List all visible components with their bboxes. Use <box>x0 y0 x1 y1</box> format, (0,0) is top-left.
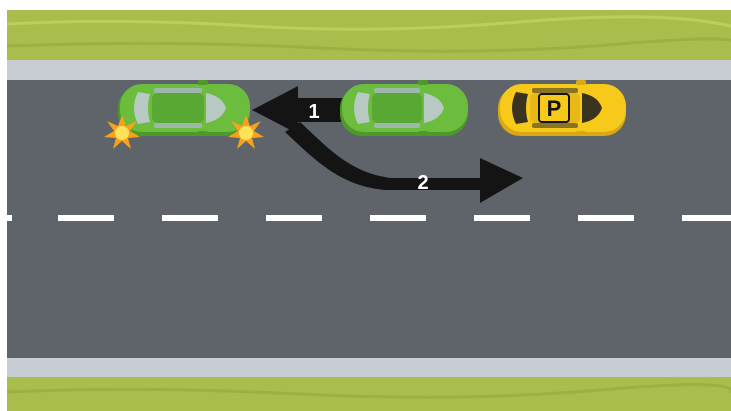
car-side-window-top <box>532 88 578 93</box>
lane-dash <box>0 215 12 221</box>
grass-verge-bottom <box>7 377 731 411</box>
lane-dash <box>266 215 322 221</box>
arrow-2-label: 2 <box>417 172 428 194</box>
car-mirror <box>576 131 586 136</box>
car-rear-window <box>512 92 528 124</box>
lane-dash <box>578 215 634 221</box>
manoeuvring-green-car <box>340 80 468 136</box>
parked-yellow-taxi: P <box>498 80 626 136</box>
arrow-1-label: 1 <box>308 101 319 123</box>
car-side-window-bottom <box>154 123 202 128</box>
car-rear-window <box>134 92 150 124</box>
car-side-window-top <box>154 88 202 93</box>
lane-dash <box>370 215 426 221</box>
car-side-window-bottom <box>532 123 578 128</box>
car-mirror <box>576 80 586 85</box>
car-mirror <box>198 80 208 85</box>
car-mirror <box>418 80 428 85</box>
car-side-window-bottom <box>374 123 420 128</box>
kerb-bottom <box>7 358 731 378</box>
lane-dash <box>682 215 731 221</box>
parked-green-car <box>118 80 250 136</box>
p-plate-letter: P <box>547 96 562 121</box>
car-roof <box>152 93 204 123</box>
lane-dash <box>162 215 218 221</box>
car-rear-window <box>354 92 370 124</box>
car-side-window-top <box>374 88 420 93</box>
lane-dash <box>474 215 530 221</box>
car-mirror <box>198 131 208 136</box>
car-roof <box>372 93 422 123</box>
lane-dash <box>58 215 114 221</box>
kerb-top <box>7 60 731 80</box>
car-mirror <box>418 131 428 136</box>
